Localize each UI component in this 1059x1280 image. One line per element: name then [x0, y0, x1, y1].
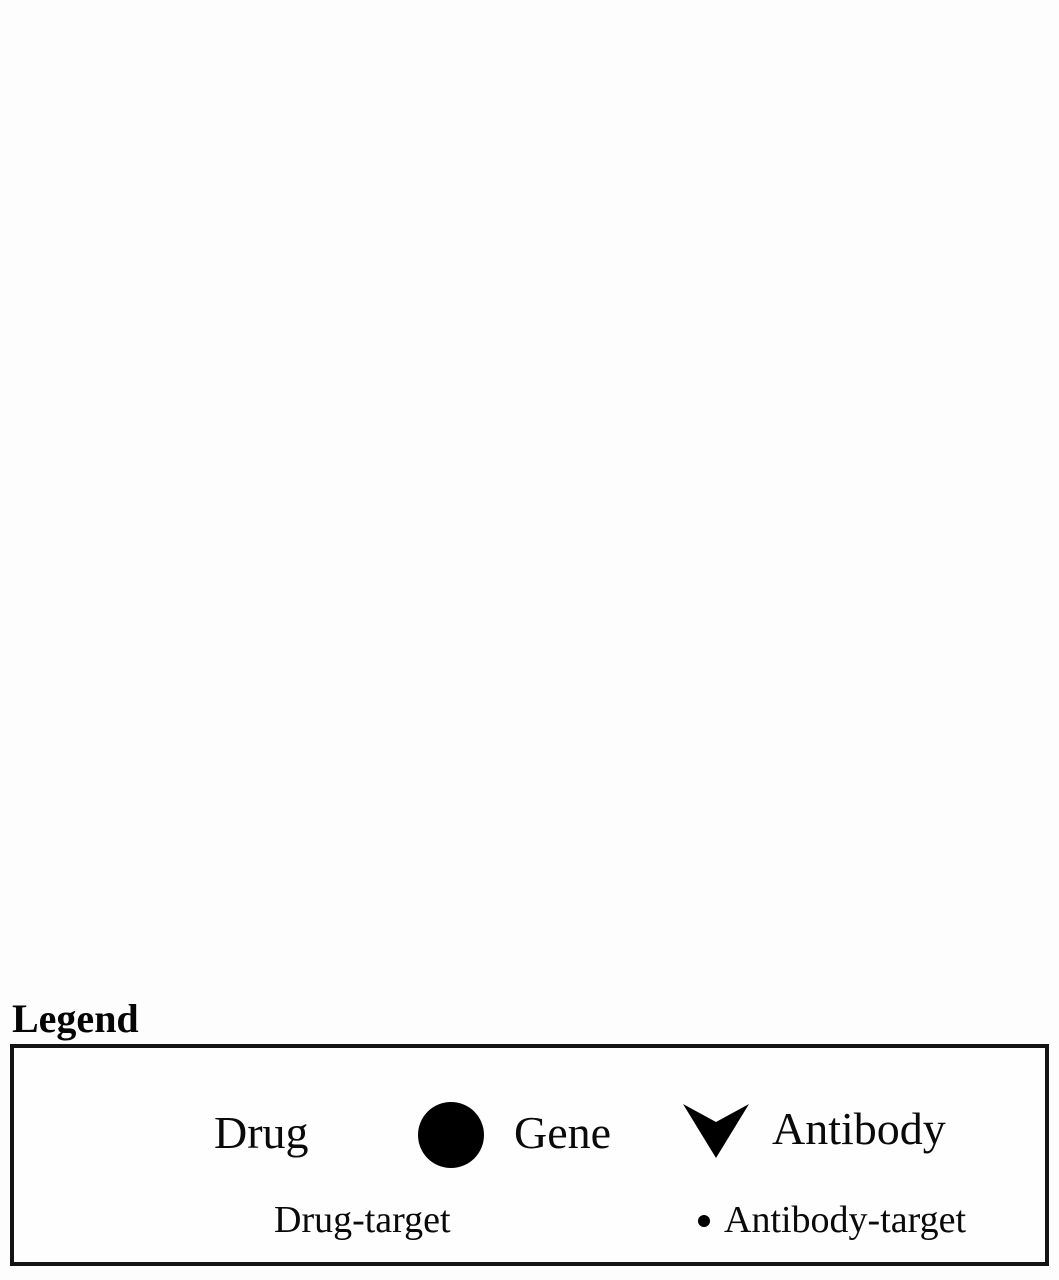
legend-drug-label: Drug	[214, 1107, 309, 1158]
antibody-node-symbol	[683, 1104, 749, 1158]
legend-drug-target-label: Drug-target	[274, 1199, 451, 1241]
legend-antibody-target-label: Antibody-target	[724, 1199, 967, 1241]
antibody-target-dot-icon	[698, 1215, 710, 1227]
gene-node-symbol	[418, 1102, 484, 1168]
legend-symbols	[418, 1102, 749, 1227]
legend-antibody-label: Antibody	[772, 1103, 946, 1154]
legend-gene-label: Gene	[514, 1107, 612, 1158]
legend-title: Legend	[12, 996, 139, 1041]
legend-box: Drug Gene Antibody Drug-target Antibody-…	[10, 1044, 1049, 1266]
